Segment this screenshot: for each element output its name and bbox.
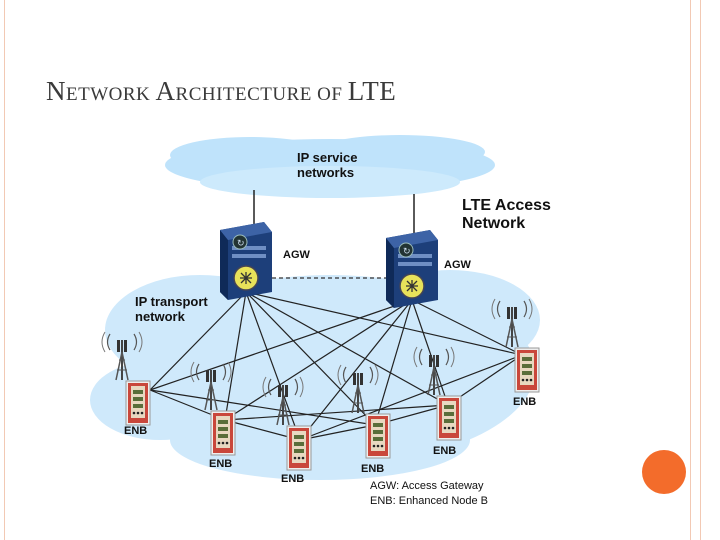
agw-2: [385, 229, 439, 309]
agw-1: [219, 221, 273, 301]
legend-enb: ENB: Enhanced Node B: [370, 495, 488, 507]
enb-box-icon: [286, 425, 312, 471]
agw-2-label: AGW: [444, 259, 472, 271]
access-network-label-1: LTE Access: [462, 197, 551, 214]
title-sc-network: ETWORK: [66, 84, 156, 105]
title-sc-of: OF: [317, 84, 348, 105]
access-network-label-2: Network: [462, 215, 525, 232]
legend-agw: AGW: Access Gateway: [370, 480, 484, 492]
enb-box-icon: [210, 410, 236, 456]
enb-box-icon: [125, 380, 151, 426]
ip-service-cloud: [165, 135, 495, 198]
agw-1-label: AGW: [283, 249, 311, 261]
enb-2-label: ENB: [209, 458, 232, 470]
enb-3-label: ENB: [281, 473, 304, 485]
router-gateway-icon: [219, 221, 273, 301]
title-cap-n: N: [46, 76, 66, 106]
title-cap-a: A: [155, 76, 176, 106]
mesh-links: [149, 291, 523, 441]
enb-1-label: ENB: [124, 425, 147, 437]
enb-6-label: ENB: [513, 396, 536, 408]
transport-label-2: network: [135, 309, 186, 324]
title-lte: LTE: [347, 76, 397, 106]
enb-box-icon: [365, 413, 391, 459]
enb-box-icon: [514, 347, 540, 393]
service-cloud-label-1: IP service: [297, 150, 357, 165]
decorative-orange-dot: [642, 450, 686, 494]
frame-line-right-2: [700, 0, 701, 540]
service-cloud-label-2: networks: [297, 165, 354, 180]
enb-box-icon: [436, 395, 462, 441]
title-sc-architecture: RCHITECTURE: [175, 84, 318, 105]
transport-label-1: IP transport: [135, 294, 208, 309]
router-gateway-icon: [385, 229, 439, 309]
enb-4-label: ENB: [361, 463, 384, 475]
frame-line-right-1: [690, 0, 691, 540]
frame-line-left: [4, 0, 5, 540]
enb-5-label: ENB: [433, 445, 456, 457]
slide-title: NETWORK ARCHITECTURE OF LTE: [46, 76, 396, 107]
